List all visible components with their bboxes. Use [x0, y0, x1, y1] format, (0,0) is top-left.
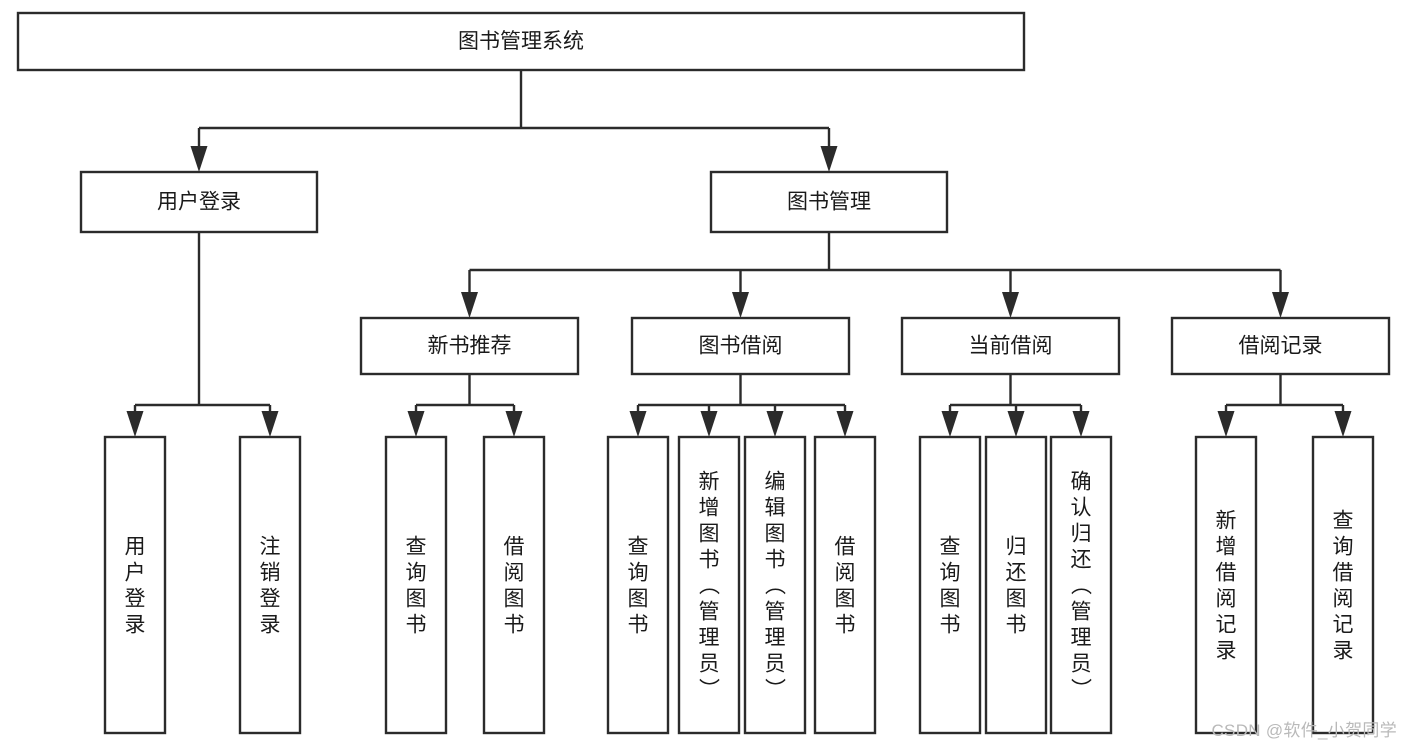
node-leaf-borrow-book-2[interactable]: 借阅图书 — [813, 435, 877, 735]
node-leaf-add-book[interactable]: 新增图书（管理员） — [677, 435, 741, 735]
node-leaf-query-record[interactable]: 查询借阅记录 — [1311, 435, 1375, 735]
current-borrow-to-leaf-return-book-arrow — [1007, 411, 1025, 437]
node-user-login[interactable]: 用户登录 — [79, 170, 319, 234]
node-user-login-label: 用户登录 — [157, 191, 241, 214]
node-leaf-user-login[interactable]: 用户登录 — [103, 435, 167, 735]
root-to-book-manage-arrow — [820, 146, 838, 172]
node-leaf-borrow-book-1-box[interactable] — [482, 435, 546, 735]
node-user-login-box[interactable] — [79, 170, 319, 234]
node-root-system-label: 图书管理系统 — [458, 30, 584, 53]
node-leaf-query-book-1-box[interactable] — [384, 435, 448, 735]
connector-layer — [126, 70, 1352, 437]
bm-to-borrow-record-arrow — [1272, 292, 1289, 318]
node-leaf-add-record-box[interactable] — [1194, 435, 1258, 735]
node-leaf-logout-login-box[interactable] — [238, 435, 302, 735]
node-leaf-return-book-box[interactable] — [984, 435, 1048, 735]
node-leaf-query-book-1[interactable]: 查询图书 — [384, 435, 448, 735]
node-leaf-borrow-book-2-box[interactable] — [813, 435, 877, 735]
node-leaf-edit-book[interactable]: 编辑图书（管理员） — [743, 435, 807, 735]
user-login-to-leaf-user-login-arrow — [126, 411, 144, 437]
node-leaf-confirm-return[interactable]: 确认归还（管理员） — [1049, 435, 1113, 735]
node-borrow-record-label: 借阅记录 — [1239, 335, 1323, 358]
node-leaf-confirm-return-label: 确认归还（管理员） — [1071, 470, 1093, 701]
node-leaf-query-book-2-box[interactable] — [606, 435, 670, 735]
node-book-borrow-box[interactable] — [630, 316, 851, 376]
root-to-user-login-arrow — [190, 146, 208, 172]
node-leaf-query-record-box[interactable] — [1311, 435, 1375, 735]
node-new-book-rec-label: 新书推荐 — [428, 335, 512, 358]
node-leaf-logout-login[interactable]: 注销登录 — [238, 435, 302, 735]
node-leaf-return-book-label: 归还图书 — [1006, 535, 1027, 636]
current-borrow-to-leaf-query-book-3-arrow — [941, 411, 959, 437]
node-leaf-add-book-label: 新增图书（管理员） — [699, 470, 721, 701]
node-leaf-add-record[interactable]: 新增借阅记录 — [1194, 435, 1258, 735]
bm-to-book-borrow-arrow — [732, 292, 749, 318]
node-book-manage-label: 图书管理 — [787, 191, 871, 214]
new-book-rec-to-leaf-query-book-1-arrow — [407, 411, 425, 437]
book-borrow-to-leaf-borrow-book-2-arrow — [836, 411, 854, 437]
node-leaf-query-book-2-label: 查询图书 — [628, 535, 649, 636]
node-book-manage[interactable]: 图书管理 — [709, 170, 949, 234]
node-layer: 图书管理系统用户登录图书管理新书推荐图书借阅当前借阅借阅记录用户登录注销登录查询… — [16, 11, 1391, 735]
node-leaf-query-book-1-label: 查询图书 — [406, 535, 427, 636]
node-book-manage-box[interactable] — [709, 170, 949, 234]
bm-to-current-borrow-arrow — [1002, 292, 1019, 318]
bm-to-new-book-rec-arrow — [461, 292, 478, 318]
node-borrow-record[interactable]: 借阅记录 — [1170, 316, 1391, 376]
node-book-borrow[interactable]: 图书借阅 — [630, 316, 851, 376]
book-borrow-to-leaf-add-book-arrow — [700, 411, 718, 437]
node-current-borrow-label: 当前借阅 — [969, 335, 1053, 358]
node-current-borrow-box[interactable] — [900, 316, 1121, 376]
book-borrow-to-leaf-edit-book-arrow — [766, 411, 784, 437]
new-book-rec-to-leaf-borrow-book-1-arrow — [505, 411, 523, 437]
node-leaf-borrow-book-1[interactable]: 借阅图书 — [482, 435, 546, 735]
current-borrow-to-leaf-confirm-return-arrow — [1072, 411, 1090, 437]
borrow-record-to-leaf-query-record-arrow — [1334, 411, 1352, 437]
node-leaf-add-record-label: 新增借阅记录 — [1216, 509, 1237, 662]
node-current-borrow[interactable]: 当前借阅 — [900, 316, 1121, 376]
node-leaf-user-login-label: 用户登录 — [125, 535, 146, 636]
node-leaf-user-login-box[interactable] — [103, 435, 167, 735]
node-leaf-edit-book-label: 编辑图书（管理员） — [765, 470, 787, 701]
node-leaf-query-book-3[interactable]: 查询图书 — [918, 435, 982, 735]
node-leaf-return-book[interactable]: 归还图书 — [984, 435, 1048, 735]
node-leaf-query-book-3-label: 查询图书 — [940, 535, 961, 636]
user-login-to-leaf-logout-login-arrow — [261, 411, 279, 437]
node-leaf-query-record-label: 查询借阅记录 — [1333, 509, 1354, 662]
node-new-book-rec-box[interactable] — [359, 316, 580, 376]
node-root-system[interactable]: 图书管理系统 — [16, 11, 1026, 72]
node-borrow-record-box[interactable] — [1170, 316, 1391, 376]
node-leaf-add-book-box[interactable] — [677, 435, 741, 735]
node-leaf-borrow-book-1-label: 借阅图书 — [504, 535, 525, 636]
borrow-record-to-leaf-add-record-arrow — [1217, 411, 1235, 437]
node-leaf-query-book-2[interactable]: 查询图书 — [606, 435, 670, 735]
node-leaf-edit-book-box[interactable] — [743, 435, 807, 735]
node-leaf-logout-login-label: 注销登录 — [260, 535, 281, 636]
book-borrow-to-leaf-query-book-2-arrow — [629, 411, 647, 437]
node-leaf-confirm-return-box[interactable] — [1049, 435, 1113, 735]
node-book-borrow-label: 图书借阅 — [699, 335, 783, 358]
node-new-book-rec[interactable]: 新书推荐 — [359, 316, 580, 376]
node-leaf-query-book-3-box[interactable] — [918, 435, 982, 735]
node-leaf-borrow-book-2-label: 借阅图书 — [835, 535, 856, 636]
node-root-system-box[interactable] — [16, 11, 1026, 72]
